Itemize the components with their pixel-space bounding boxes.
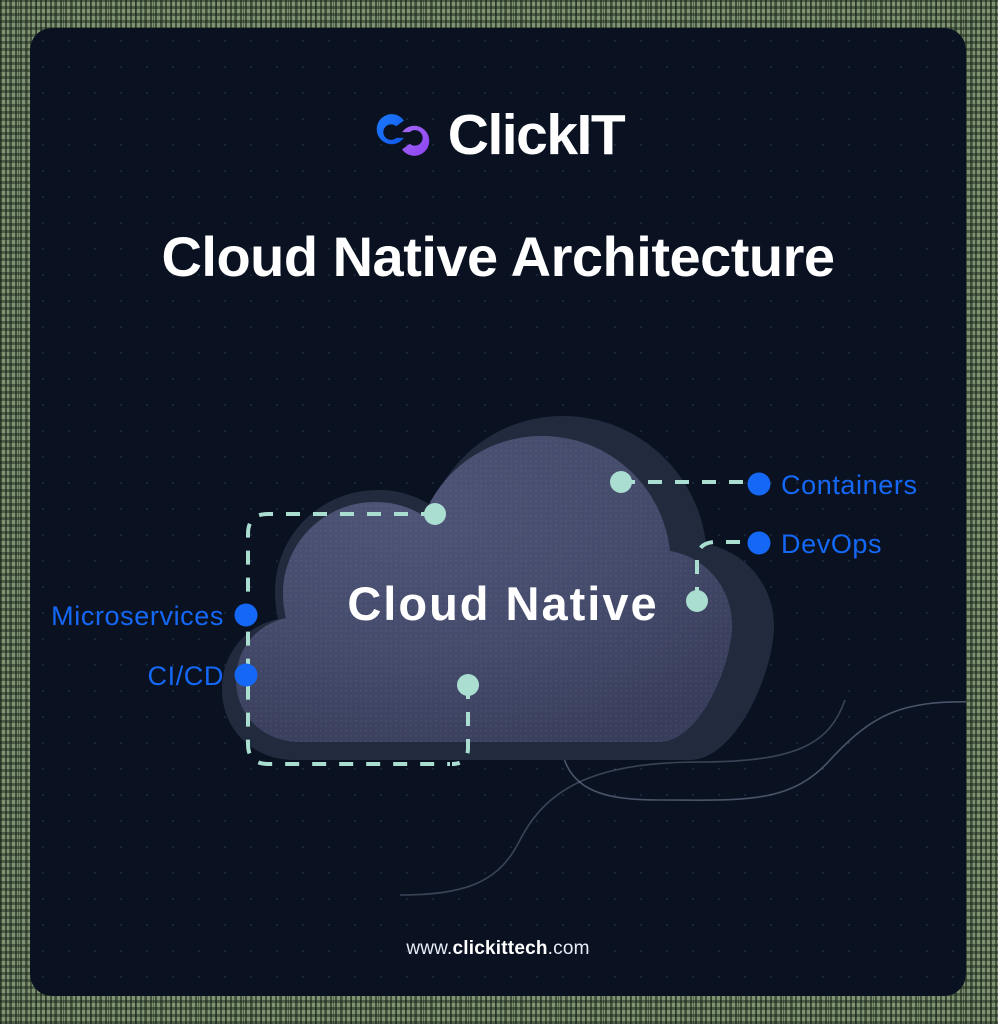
anchor-dot-cicd xyxy=(457,674,479,696)
cloud-texture-overlay xyxy=(236,436,732,742)
cloud-center-label: Cloud Native xyxy=(347,577,658,630)
footer-brand: clickittech xyxy=(452,938,548,959)
brand-logo: ClickIT xyxy=(30,104,966,166)
logo-left-link xyxy=(376,114,404,145)
node-dot-cicd[interactable] xyxy=(234,663,258,687)
decor-curve-2 xyxy=(399,699,846,896)
logo-right-link xyxy=(401,125,430,156)
anchor-dot-microservices xyxy=(424,503,446,525)
connector-left-bracket xyxy=(246,512,450,766)
node-label-devops[interactable]: DevOps xyxy=(781,529,882,559)
cloud-native-diagram: Cloud Native Con xyxy=(51,416,966,896)
node-dot-microservices[interactable] xyxy=(234,603,258,627)
infographic-card: ClickIT Cloud Native Architecture xyxy=(30,28,966,996)
decor-curve-1 xyxy=(559,701,966,801)
connector-bottom-stem xyxy=(451,685,470,766)
footer-suffix: .com xyxy=(547,938,590,959)
node-devops[interactable]: DevOps xyxy=(747,529,883,559)
page-title: Cloud Native Architecture xyxy=(161,225,835,288)
anchor-dot-containers xyxy=(610,471,632,493)
node-label-microservices[interactable]: Microservices xyxy=(51,601,224,631)
node-dot-containers[interactable] xyxy=(747,472,771,496)
decorative-curves xyxy=(399,699,966,896)
node-dot-devops[interactable] xyxy=(747,531,771,555)
clickit-link-logo-icon xyxy=(376,114,430,156)
connector-devops xyxy=(695,540,745,601)
footer-prefix: www. xyxy=(406,938,453,959)
node-microservices[interactable]: Microservices xyxy=(51,601,258,631)
anchor-dot-devops xyxy=(686,590,708,612)
node-containers[interactable]: Containers xyxy=(747,470,918,500)
node-label-containers[interactable]: Containers xyxy=(781,470,918,500)
footer-website[interactable]: www.clickittech.com xyxy=(30,938,966,960)
cloud-anchor-dots xyxy=(424,471,708,696)
connector-lines xyxy=(246,480,745,766)
brand-wordmark: ClickIT xyxy=(447,102,626,167)
node-label-cicd[interactable]: CI/CD xyxy=(148,661,225,691)
node-cicd[interactable]: CI/CD xyxy=(148,661,258,691)
